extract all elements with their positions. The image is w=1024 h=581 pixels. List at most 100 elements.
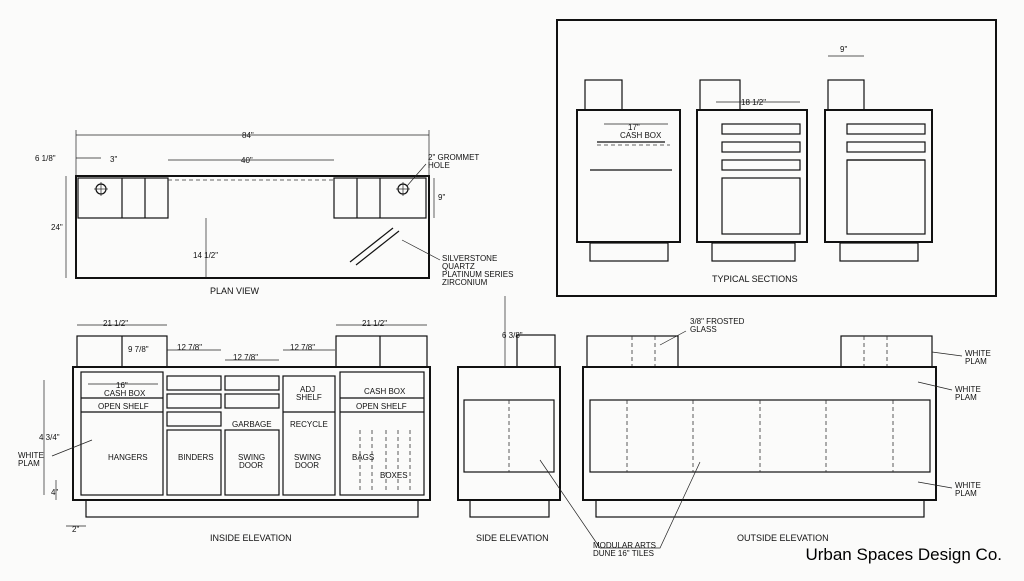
outside-tiles-1: MODULAR ARTS [593,541,656,550]
plan-material-1: SILVERSTONE [442,254,497,263]
inside-dim-16: 16" [116,381,128,390]
section3-body [824,109,933,243]
outside-glass-2: GLASS [690,325,717,334]
inside-elevation-title: INSIDE ELEVATION [210,533,292,543]
inside-recycle: RECYCLE [290,420,328,429]
inside-plam-leader [51,439,93,457]
outside-glass-leader [659,330,687,346]
inside-door-2: DOOR [295,461,319,470]
section2-body [696,109,808,243]
plan-grommet-label-1: 2" GROMMET [428,153,479,162]
inside-dim-4: 4" [51,488,58,497]
outside-elevation-title: OUTSIDE ELEVATION [737,533,829,543]
outside-plam-b-leader [917,381,953,391]
inside-right-section [339,371,425,496]
sections-title: TYPICAL SECTIONS [712,274,798,284]
outside-white-b: WHITE [955,385,981,394]
inside-dim-12-7-8-c: 12 7/8" [290,343,315,352]
side-base [469,499,550,518]
inside-open-shelf-left: OPEN SHELF [98,402,149,411]
plan-grommet-label-2: HOLE [428,161,450,170]
plan-left-box [77,177,169,219]
section3-base [839,242,919,262]
section3-drawer-1 [846,123,926,135]
outside-glass-left [586,335,679,368]
outside-white-c: WHITE [955,481,981,490]
inside-hangers: HANGERS [108,453,148,462]
section2-drawer-2 [721,141,801,153]
plan-dim-3: 3" [110,155,117,164]
section1-dim-17: 17" [628,123,640,132]
section1-body [576,109,681,243]
outside-plam-c-leader [917,481,953,489]
inside-drawer-1a [166,375,222,391]
plan-material-3: PLATINUM SERIES [442,270,513,279]
inside-dim-4-3-4: 4 3/4" [39,433,60,442]
section3-dim-9: 9" [840,45,847,54]
plan-material-2: QUARTZ [442,262,475,271]
inside-dim-12-7-8-a: 12 7/8" [177,343,202,352]
outside-base [595,499,925,518]
outside-plam-b: PLAM [955,393,977,402]
section1-cash-box: CASH BOX [620,131,662,140]
plan-glare-2 [355,230,400,266]
inside-swing-1: SWING [238,453,265,462]
plan-grommet-leader [406,163,427,187]
inside-drawer-2b [224,393,280,409]
outside-tiles-2: DUNE 16" TILES [593,549,654,558]
inside-dim-21-right: 21 1/2" [362,319,387,328]
brand-signature: Urban Spaces Design Co. [805,545,1002,564]
outside-elevation: 3/8" FROSTED GLASS WHITE PLAM WHITE PLAM… [539,317,991,558]
plan-material-4: ZIRCONIUM [442,278,488,287]
plan-view: 84" 40" 6 1/8" 3" 24" 14 1/2" 9" 2" GROM… [35,130,513,296]
section1-glass [584,79,623,111]
inside-dim-21-left: 21 1/2" [103,319,128,328]
inside-left-section [80,371,164,496]
inside-cash-box-right: CASH BOX [364,387,406,396]
outside-glass-1: 3/8" FROSTED [690,317,745,326]
section2-drawer-1 [721,123,801,135]
inside-bags: BAGS [352,453,374,462]
side-elevation-title: SIDE ELEVATION [476,533,549,543]
inside-swing-2: SWING [294,453,321,462]
side-dim-6-3-8: 6 3/8" [502,331,523,340]
side-elevation: 6 3/8" SIDE ELEVATION [457,296,561,543]
outside-plam-c: PLAM [955,489,977,498]
outside-white-a: WHITE [965,349,991,358]
inside-drawer-2a [224,375,280,391]
inside-boxes: BOXES [380,471,408,480]
inside-binders: BINDERS [178,453,214,462]
section2-base [711,242,796,262]
inside-drawer-1c [166,411,222,427]
section3-glass [827,79,865,111]
plan-dim-24: 24" [51,223,63,232]
section3-cabinet [846,159,926,235]
inside-adj: ADJ [300,385,315,394]
plan-dim-40: 40" [241,156,253,165]
inside-shelf: SHELF [296,393,322,402]
sections-frame [556,19,997,297]
inside-dim-12-7-8-b: 12 7/8" [233,353,258,362]
inside-dim-9-7-8: 9 7/8" [128,345,149,354]
plan-dim-9: 9" [438,193,445,202]
side-body [457,366,561,501]
section1-base [589,242,669,262]
inside-garbage: GARBAGE [232,420,272,429]
plan-material-leader [401,239,441,261]
plan-view-title: PLAN VIEW [210,286,260,296]
plan-glare-1 [349,227,394,263]
section2-cabinet [721,177,801,235]
typical-sections: 17" CASH BOX 18 1/2" 9" TYPICAL SECTIONS [556,19,997,297]
section2-glass [699,79,741,111]
inside-garbage-cabinet [224,429,280,496]
outside-body [582,366,937,501]
inside-dim-2: 2" [72,525,79,534]
side-glass [516,334,556,368]
inside-open-shelf-right: OPEN SHELF [356,402,407,411]
inside-cash-box-left: CASH BOX [104,389,146,398]
section2-drawer-3 [721,159,801,171]
section3-drawer-2 [846,141,926,153]
plan-dim-14-1-2: 14 1/2" [193,251,218,260]
inside-door-1: DOOR [239,461,263,470]
